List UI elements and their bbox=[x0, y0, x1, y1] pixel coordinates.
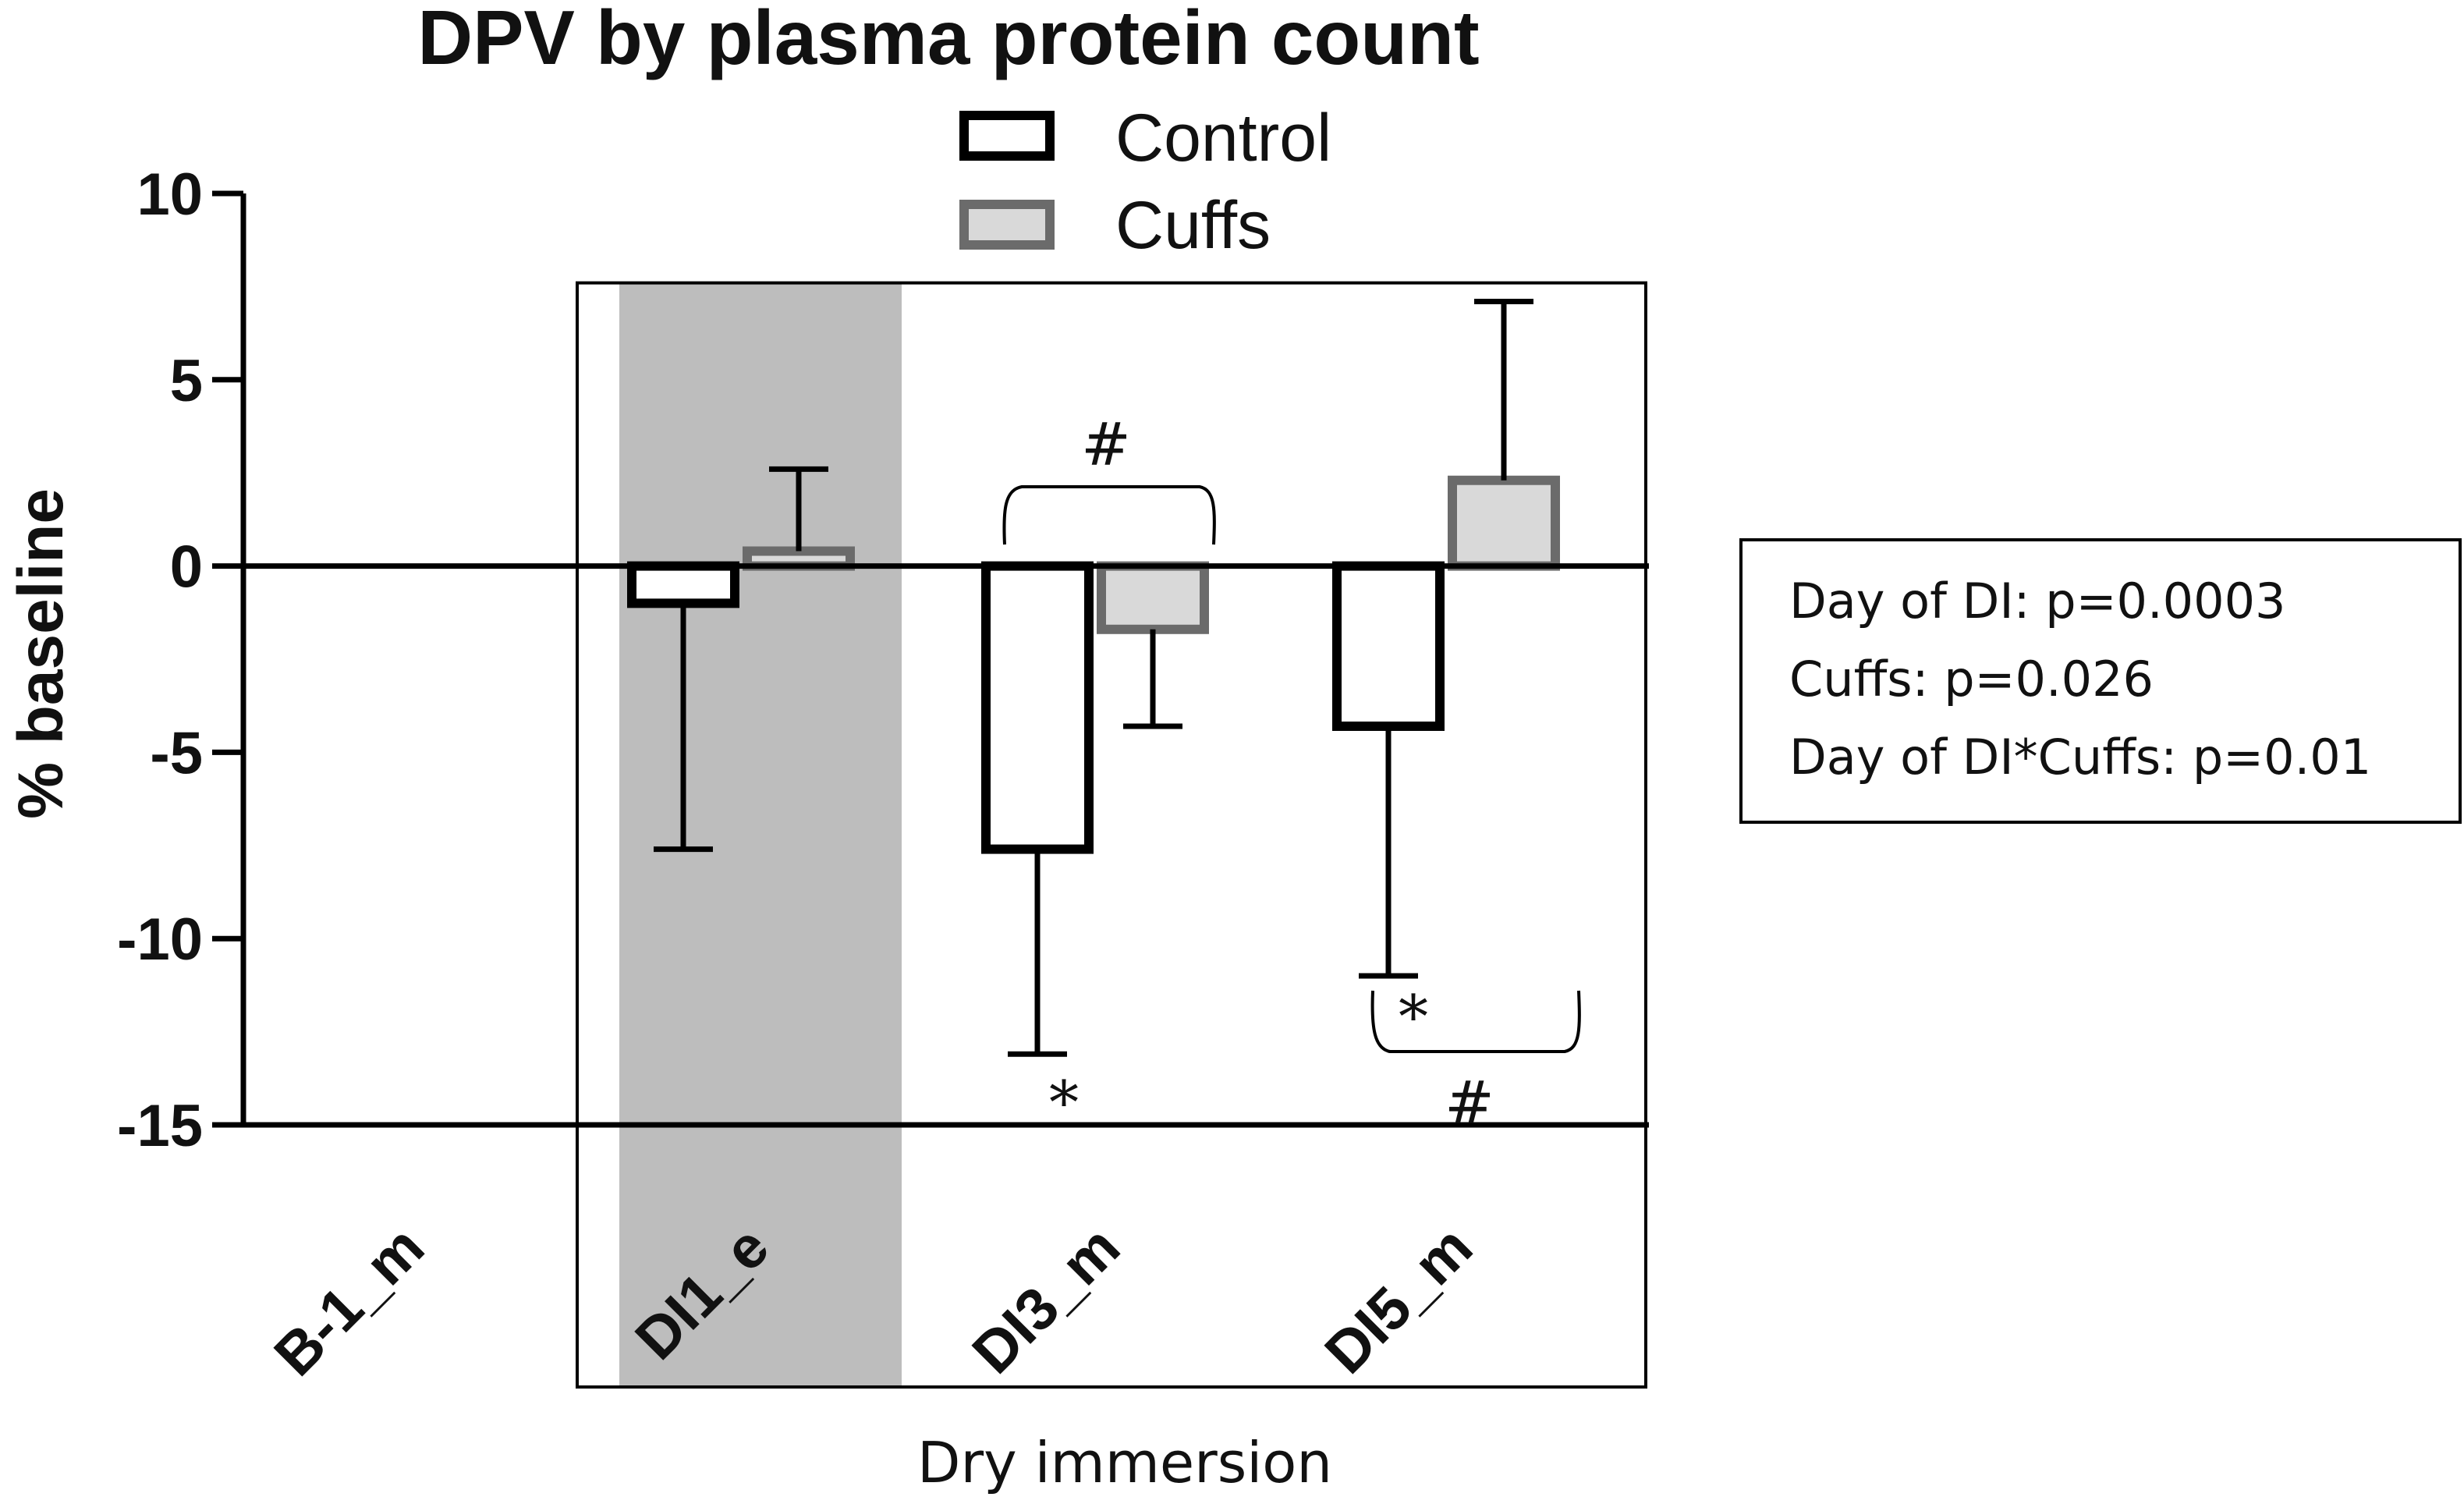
y-axis: 10 5 0 -5 -10 -15 bbox=[117, 161, 246, 1159]
x-axis-label: Dry immersion bbox=[917, 1430, 1332, 1495]
bar-control-di3-m bbox=[981, 561, 1094, 854]
stats-line-interaction: Day of DI*Cuffs: p=0.01 bbox=[1789, 729, 2371, 786]
sig-star-di3-m: * bbox=[1049, 1068, 1079, 1137]
baselines bbox=[243, 563, 1649, 1128]
bracket-di3-m bbox=[1002, 485, 1216, 545]
y-tick-label: -5 bbox=[150, 720, 203, 786]
sig-hash-di3-m: # bbox=[1081, 410, 1131, 479]
significance-annotations: # * * # bbox=[1002, 410, 1581, 1137]
sig-hash-di5-m: # bbox=[1445, 1068, 1494, 1137]
legend-label-control: Control bbox=[1115, 101, 1331, 176]
legend-swatch-cuffs bbox=[959, 200, 1055, 250]
bars bbox=[627, 299, 1560, 1057]
y-axis-label: % baseline bbox=[5, 488, 76, 819]
shaded-band-di1-e bbox=[619, 282, 902, 1387]
bar-cuffs-di3-m bbox=[1097, 561, 1209, 634]
stats-line-cuffs: Cuffs: p=0.026 bbox=[1789, 651, 2154, 708]
stats-line-day-of-di: Day of DI: p=0.0003 bbox=[1789, 573, 2285, 630]
y-tick-label: -15 bbox=[117, 1093, 203, 1159]
y-tick-label: -10 bbox=[117, 906, 203, 973]
x-tick-label: B-1_m bbox=[262, 1214, 437, 1389]
x-tick-label: DI5_m bbox=[1313, 1214, 1485, 1386]
stats-box: Day of DI: p=0.0003 Cuffs: p=0.026 Day o… bbox=[1739, 538, 2462, 824]
chart-title: DPV by plasma protein count bbox=[417, 0, 1479, 80]
sig-star-di5-m: * bbox=[1399, 982, 1428, 1052]
y-tick-label: 5 bbox=[170, 348, 203, 414]
y-tick-label: 0 bbox=[170, 534, 203, 601]
legend: Control Cuffs bbox=[959, 101, 1331, 263]
bracket-di5-m bbox=[1370, 990, 1581, 1053]
bar-cuffs-di5-m bbox=[1448, 475, 1560, 571]
dry-immersion-frame bbox=[576, 281, 1647, 1389]
bar-control-di1-e bbox=[627, 561, 739, 608]
bar-control-di5-m bbox=[1332, 561, 1445, 731]
x-tick-label: DI3_m bbox=[960, 1214, 1133, 1386]
y-tick-label: 10 bbox=[136, 161, 203, 228]
legend-swatch-control bbox=[959, 111, 1055, 161]
legend-label-cuffs: Cuffs bbox=[1115, 188, 1271, 263]
stats-box-frame bbox=[1739, 538, 2462, 824]
